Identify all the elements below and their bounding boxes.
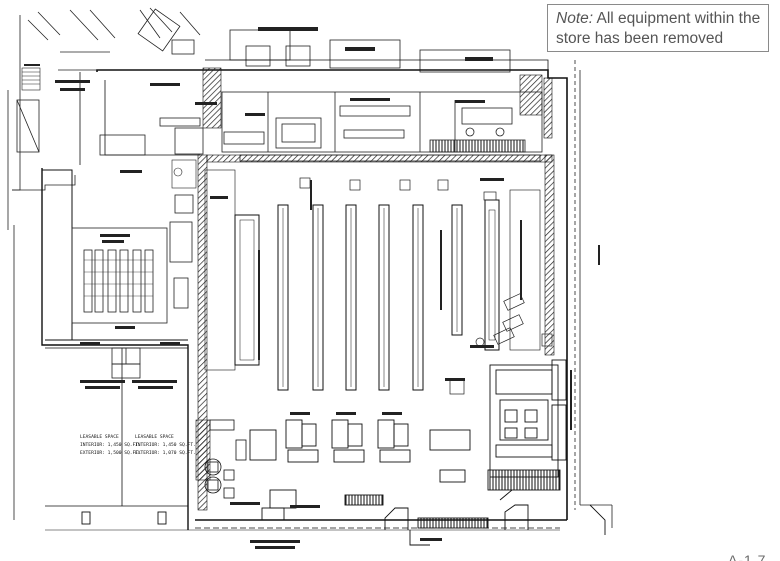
drawing-callouts — [24, 27, 600, 549]
equipment-note: Note: All equipment within the store has… — [547, 4, 769, 52]
cold-storage-room — [71, 194, 194, 379]
display-fixtures — [299, 177, 553, 395]
gondola-aisles — [204, 169, 541, 391]
note-prefix: Note: — [556, 10, 594, 27]
leasable-space-left: LEASABLE SPACE INTERIOR: 1,450 SQ.FT. EX… — [80, 434, 141, 456]
back-rooms — [99, 91, 543, 162]
hatched-walls — [195, 67, 555, 511]
note-text: All equipment within the store has been … — [556, 10, 761, 47]
cafe-seating — [204, 419, 247, 499]
entry-vestibule — [81, 489, 606, 546]
building-walls — [41, 59, 568, 531]
leasable-left-exterior: EXTERIOR: 1,500 SQ.FT. — [80, 450, 141, 456]
leasable-left-interior: INTERIOR: 1,450 SQ.FT. — [80, 442, 141, 448]
sheet-number: A-1.7 — [728, 553, 767, 561]
checkout-lanes — [249, 419, 489, 529]
site-context — [7, 7, 613, 528]
leasable-right-exterior: EXTERIOR: 1,070 SQ.FT. — [135, 450, 196, 456]
leasable-space-right: LEASABLE SPACE INTERIOR: 1,450 SQ.FT. EX… — [135, 434, 196, 456]
leasable-right-interior: INTERIOR: 1,450 SQ.FT. — [135, 442, 196, 448]
leasable-right-title: LEASABLE SPACE — [135, 434, 174, 440]
leasable-left-title: LEASABLE SPACE — [80, 434, 119, 440]
deli-area — [487, 359, 567, 491]
stairs — [21, 67, 197, 189]
